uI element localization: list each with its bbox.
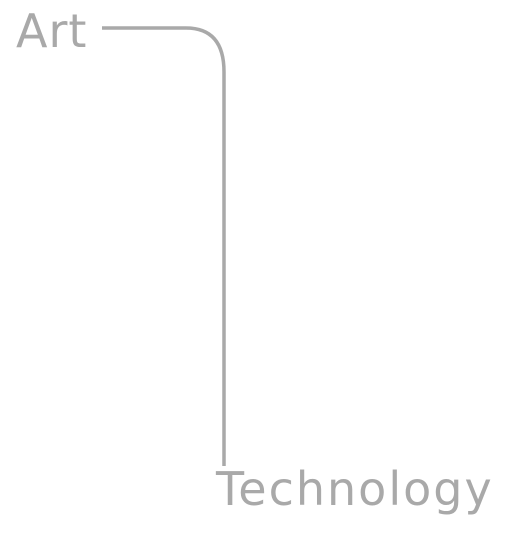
- node-technology-label: Technology: [216, 466, 494, 512]
- node-art-label: Art: [16, 8, 87, 54]
- connector-line: [102, 28, 224, 466]
